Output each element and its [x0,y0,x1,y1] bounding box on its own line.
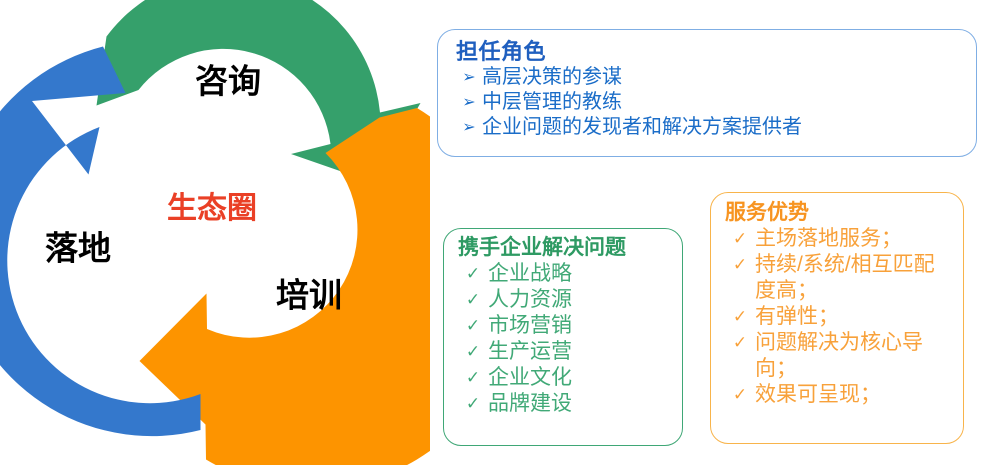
list-item: ➢ 高层决策的参谋 [456,65,976,90]
list-item: ➢ 企业问题的发现者和解决方案提供者 [456,115,976,140]
chevron-right-bullet-icon: ➢ [462,69,476,86]
list-item-text: 企业问题的发现者和解决方案提供者 [482,116,802,138]
role-box-list: ➢ 高层决策的参谋 ➢ 中层管理的教练 ➢ 企业问题的发现者和解决方案提供者 [456,65,976,140]
landing-arrow-shape [0,46,201,437]
checkmark-bullet-icon: ✓ [732,255,748,274]
checkmark-bullet-icon: ✓ [465,264,481,283]
list-item-text: 企业文化 [488,366,572,389]
advantage-box-title: 服务优势 [725,201,809,224]
cycle-segment-consulting: 咨询 [96,0,421,183]
checkmark-bullet-icon: ✓ [465,290,481,309]
role-box: 担任角色 ➢ 高层决策的参谋 ➢ 中层管理的教练 ➢ 企业问题的发现者和解决方案… [437,29,977,157]
list-item: ✓ 企业战略 [458,261,682,287]
list-item-text: 效果可呈现； [755,383,881,406]
list-item-text: 高层决策的参谋 [482,66,622,88]
training-arrow-shape [139,108,430,465]
list-item-text: 持续/系统/相互匹配度高； [755,253,935,302]
checkmark-bullet-icon: ✓ [732,229,748,248]
solution-box-list: ✓ 企业战略 ✓ 人力资源 ✓ 市场营销 ✓ 生产运营 ✓ 企业文化 ✓ 品牌建… [458,261,682,417]
list-item-text: 有弹性； [755,305,839,328]
list-item: ✓ 品牌建设 [458,391,682,417]
list-item: ✓ 问题解决为核心导向； [725,330,963,382]
cycle-segment-training: 培训 [139,108,430,465]
chevron-right-bullet-icon: ➢ [462,119,476,136]
checkmark-bullet-icon: ✓ [465,368,481,387]
cycle-center-label: 生态圈 [167,192,257,225]
list-item: ✓ 人力资源 [458,287,682,313]
list-item-text: 市场营销 [488,314,572,337]
checkmark-bullet-icon: ✓ [732,307,748,326]
list-item-text: 中层管理的教练 [482,91,622,113]
list-item-text: 问题解决为核心导向； [755,331,923,380]
checkmark-bullet-icon: ✓ [732,385,748,404]
training-label: 培训 [276,277,342,314]
checkmark-bullet-icon: ✓ [732,333,748,352]
solution-box-title: 携手企业解决问题 [458,236,626,259]
list-item-text: 主场落地服务； [755,227,902,250]
checkmark-bullet-icon: ✓ [465,342,481,361]
chevron-right-bullet-icon: ➢ [462,94,476,111]
list-item: ✓ 持续/系统/相互匹配度高； [725,252,963,304]
list-item-text: 品牌建设 [488,392,572,415]
solution-box: 携手企业解决问题 ✓ 企业战略 ✓ 人力资源 ✓ 市场营销 ✓ 生产运营 ✓ 企… [443,228,683,446]
checkmark-bullet-icon: ✓ [465,394,481,413]
list-item: ✓ 生产运营 [458,339,682,365]
cycle-diagram: 咨询 培训 落地 生态圈 [0,0,430,465]
list-item-text: 人力资源 [488,288,572,311]
list-item: ✓ 有弹性； [725,304,963,330]
list-item: ✓ 企业文化 [458,365,682,391]
list-item-text: 生产运营 [488,340,572,363]
advantage-box-list: ✓ 主场落地服务； ✓ 持续/系统/相互匹配度高； ✓ 有弹性； ✓ 问题解决为… [725,226,963,408]
advantage-box: 服务优势 ✓ 主场落地服务； ✓ 持续/系统/相互匹配度高； ✓ 有弹性； ✓ … [710,192,964,444]
cycle-diagram-svg: 咨询 培训 落地 生态圈 [0,0,430,465]
role-box-title: 担任角色 [456,39,547,64]
list-item: ✓ 市场营销 [458,313,682,339]
landing-label: 落地 [45,230,111,267]
cycle-segment-landing: 落地 [0,46,201,437]
consulting-arrow-shape [96,0,421,183]
checkmark-bullet-icon: ✓ [465,316,481,335]
list-item: ✓ 主场落地服务； [725,226,963,252]
list-item: ✓ 效果可呈现； [725,382,963,408]
list-item-text: 企业战略 [488,262,572,285]
list-item: ➢ 中层管理的教练 [456,90,976,115]
consulting-label: 咨询 [195,63,261,100]
